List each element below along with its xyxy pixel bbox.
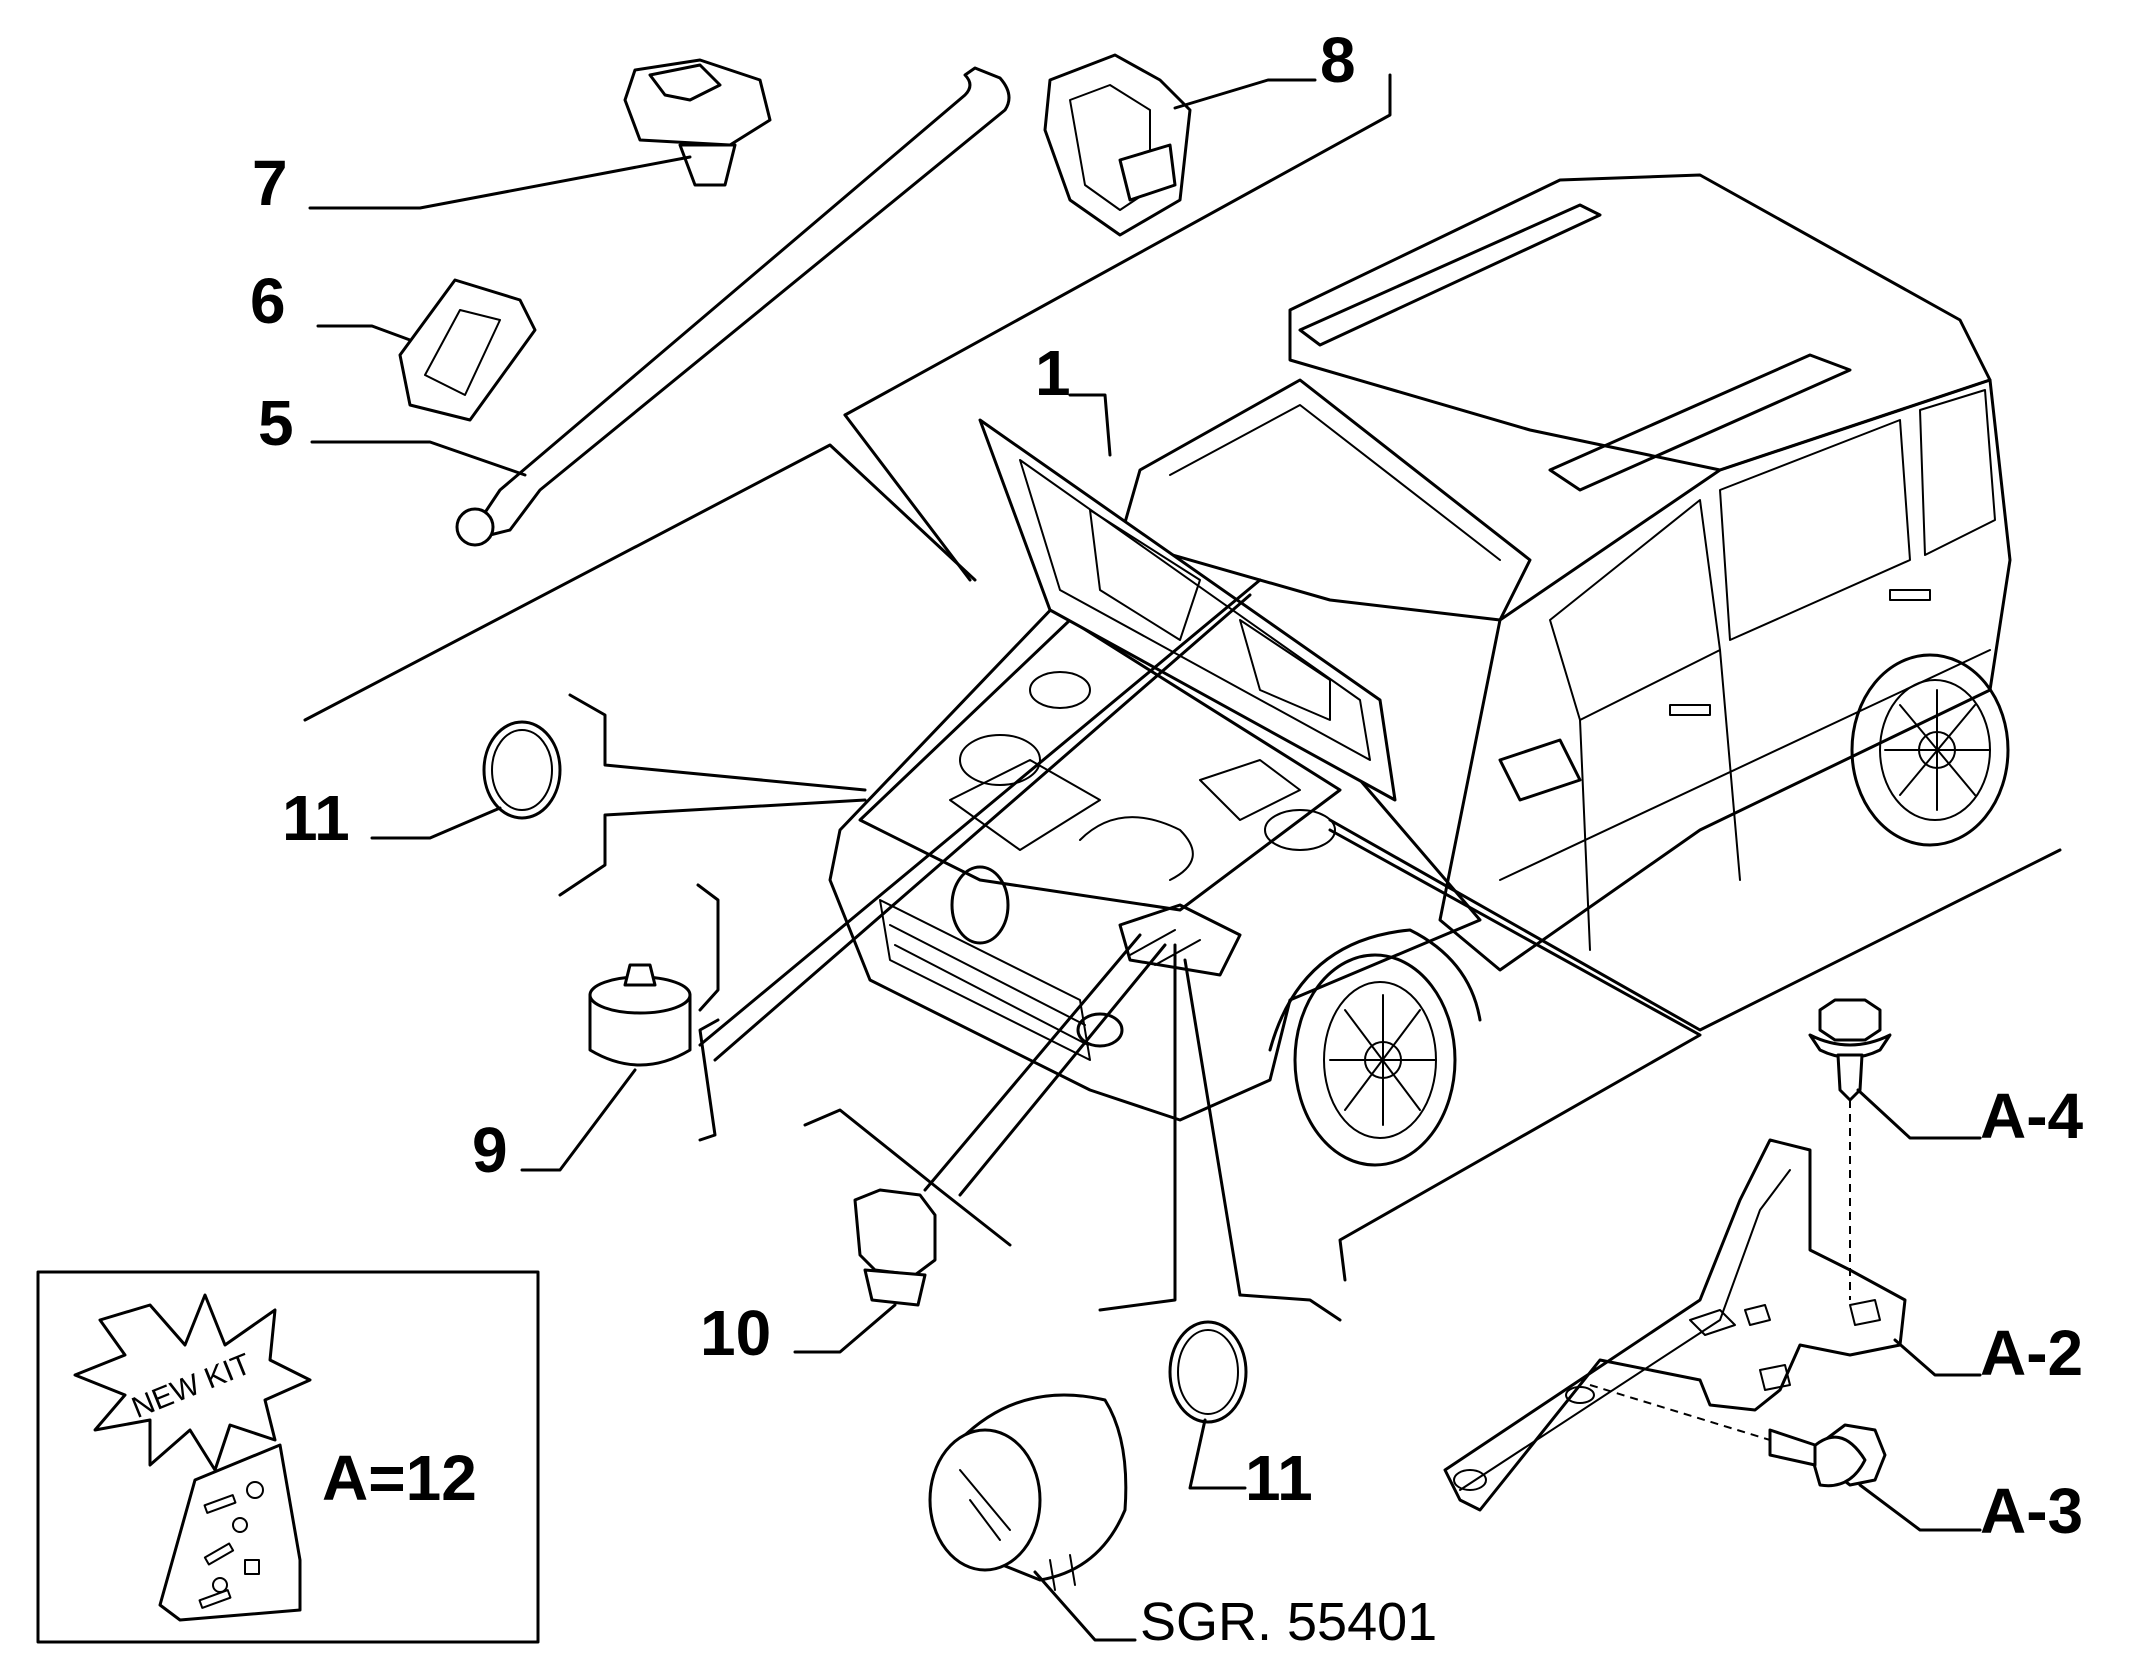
part-5-prop-rod [310,66,1011,547]
reference-label: SGR. 55401 [1140,1592,1437,1652]
callout-a3: A-3 [1980,1475,2083,1547]
part-a-hinge-bracket [1443,998,1982,1532]
part-6-grommet [316,278,537,422]
headlamp-assembly [928,1393,1137,1642]
kit-label: A=12 [322,1442,477,1514]
callout-11-lower: 11 [1245,1442,1313,1514]
callout-7: 7 [252,147,288,219]
kit-bolts-icon [198,1481,264,1609]
leader-lines [303,73,2062,1322]
callout-5: 5 [258,387,294,459]
callout-a2: A-2 [1980,1317,2083,1389]
part-9-bump-stop [520,963,692,1172]
part-11-ring-upper [370,720,562,840]
callout-labels: 1 5 6 7 8 9 10 11 11 A-4 A-2 A-3 SGR. 55… [250,24,2084,1652]
new-kit-box: NEW KIT A=12 [36,1270,540,1644]
starburst-icon [73,1293,312,1472]
part-11-ring-lower [1168,1320,1248,1490]
callout-8: 8 [1320,24,1356,96]
callout-9: 9 [472,1114,508,1186]
callout-a4: A-4 [1980,1080,2084,1152]
callout-11-upper: 11 [282,782,350,854]
callout-10: 10 [700,1297,771,1369]
callout-6: 6 [250,265,286,337]
kit-bag-icon [158,1443,302,1622]
part-10-plug [793,1188,937,1354]
callout-1: 1 [1035,337,1071,409]
car-illustration [828,173,2012,1167]
part-8-bracket [1043,53,1317,237]
part-7-clip [308,58,772,210]
